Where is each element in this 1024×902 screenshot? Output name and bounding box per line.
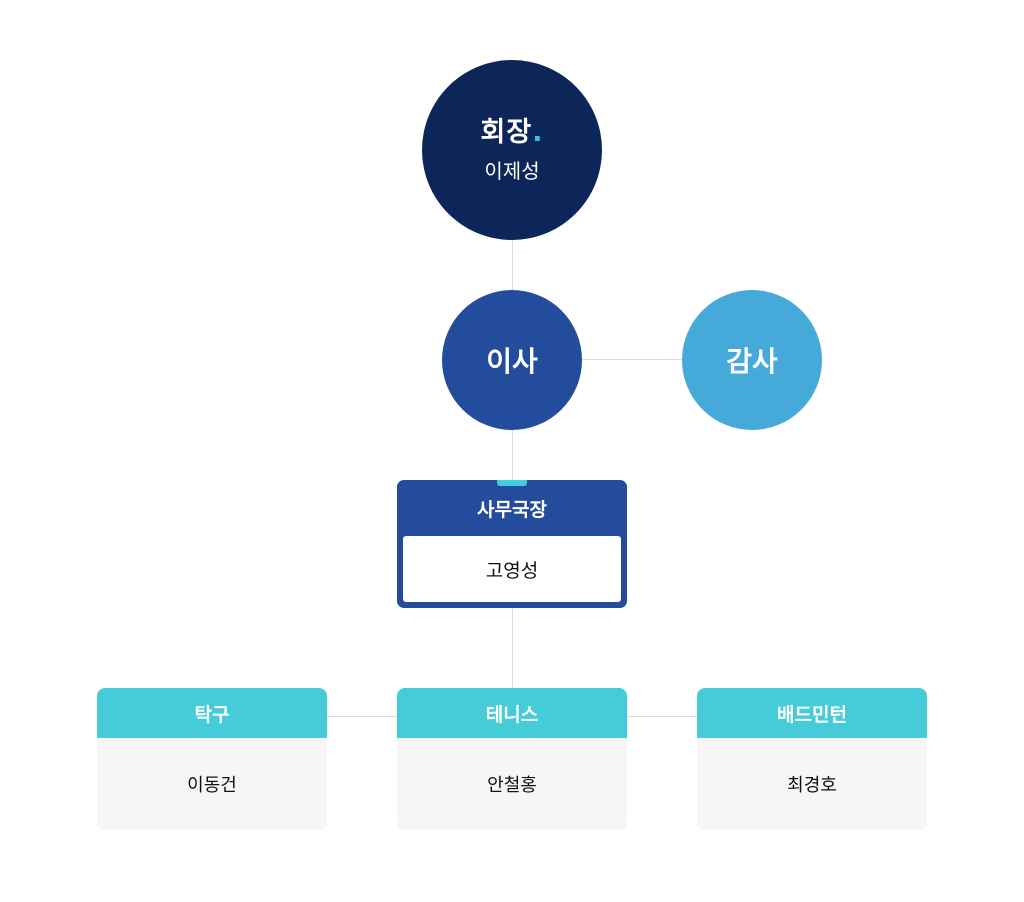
club-title: 탁구 [97, 688, 327, 738]
club-card-tennis: 테니스 안철홍 [397, 688, 627, 830]
connector-president-director [512, 240, 513, 290]
connector-director-secretary [512, 430, 513, 480]
president-node: 회장. 이제성 [422, 60, 602, 240]
club-member-name: 안철홍 [487, 775, 537, 796]
club-card-badminton: 배드민턴 최경호 [697, 688, 927, 830]
secretary-general-card: 사무국장 고영성 [397, 480, 627, 608]
club-member-name: 이동건 [187, 775, 237, 796]
connector-secretary-clubs [512, 608, 513, 688]
club-member-name: 최경호 [787, 775, 837, 796]
director-node: 이사 [442, 290, 582, 430]
president-title: 회장. [481, 116, 544, 150]
auditor-title: 감사 [726, 345, 778, 378]
president-title-text: 회장 [480, 117, 533, 148]
club-title: 테니스 [397, 688, 627, 738]
club-title: 배드민턴 [697, 688, 927, 738]
connector-club-right [627, 716, 697, 717]
secretary-general-name: 고영성 [403, 536, 621, 602]
president-name: 이제성 [484, 159, 540, 183]
president-title-mark: . [532, 117, 544, 148]
director-title: 이사 [486, 345, 538, 378]
connector-club-left [327, 716, 397, 717]
club-card-table-tennis: 탁구 이동건 [97, 688, 327, 830]
secretary-general-title: 사무국장 [477, 498, 547, 521]
secretary-top-tab [497, 480, 527, 486]
connector-director-auditor [582, 359, 682, 360]
auditor-node: 감사 [682, 290, 822, 430]
